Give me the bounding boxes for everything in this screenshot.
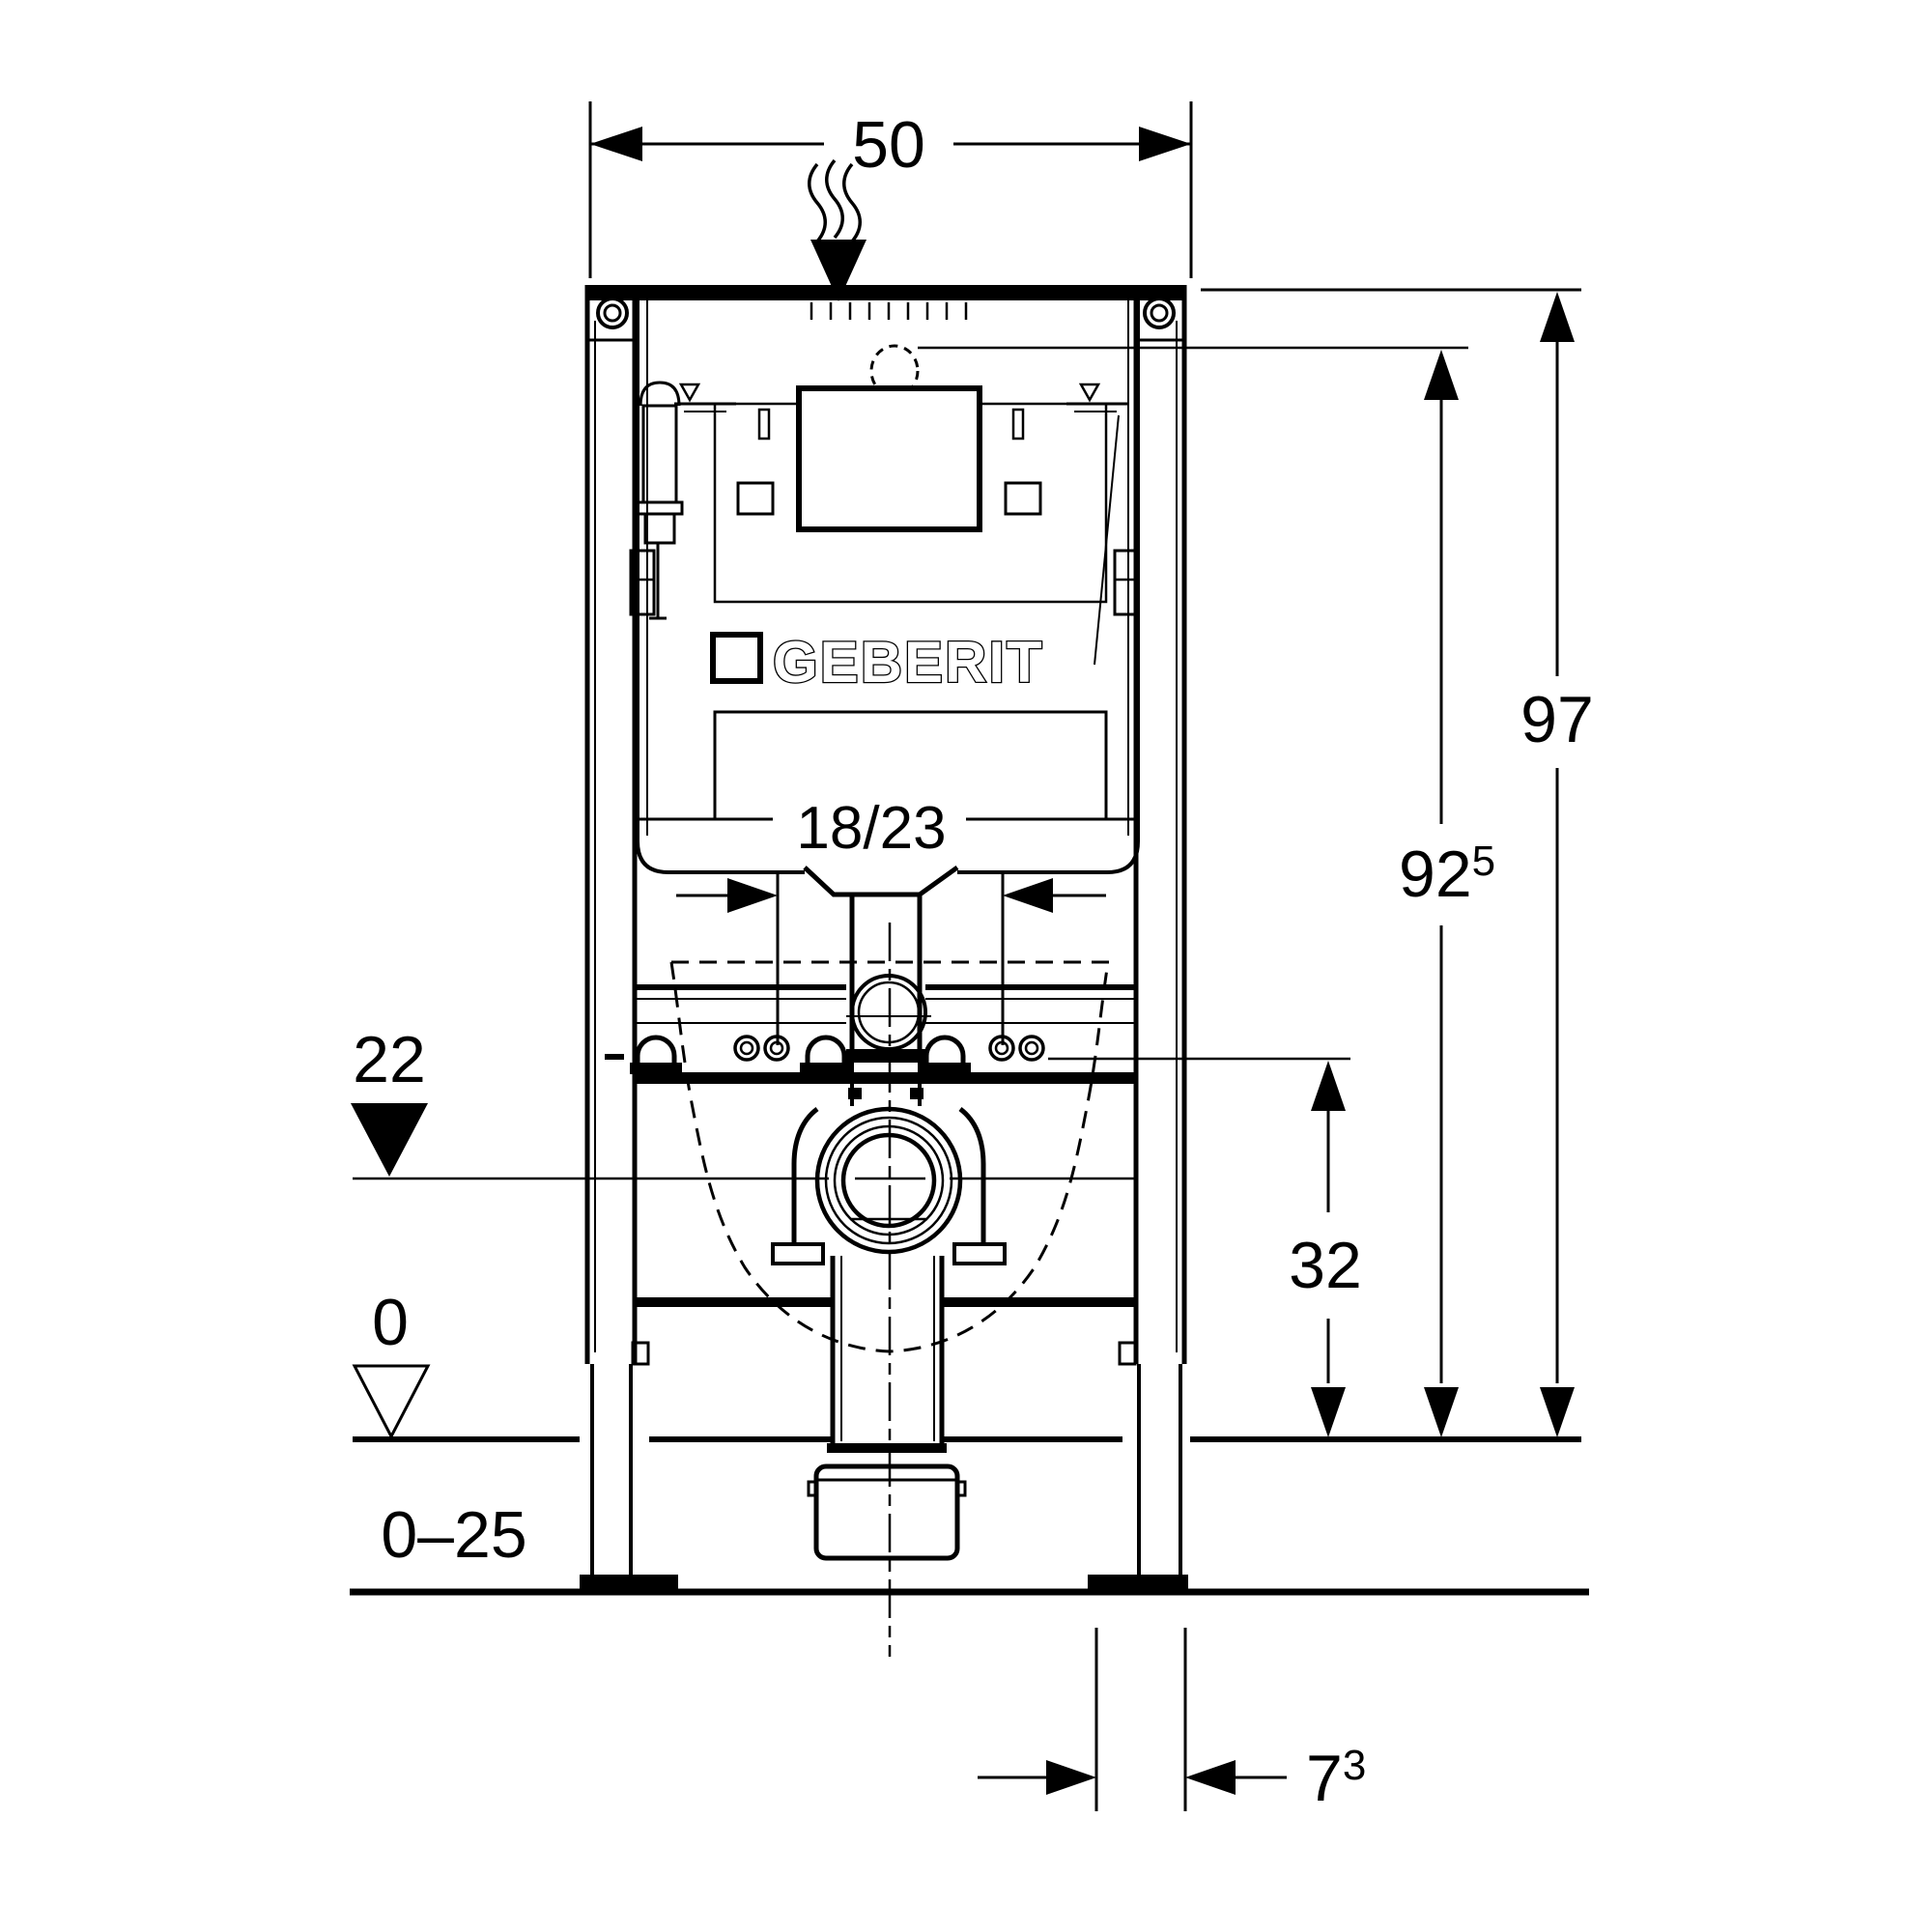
brand-logo-square-icon (710, 632, 763, 684)
arrow-left-icon (1003, 878, 1053, 913)
frame-top-bar (587, 285, 1184, 342)
pan-mounting-rail (605, 984, 1136, 1084)
rail-clamp-left (629, 549, 656, 616)
dim-label-92-5: 925 (1399, 838, 1495, 911)
brand-logo-text: GEBERIT (773, 630, 1044, 695)
drain-pipe (827, 1256, 947, 1453)
arrow-right-icon (1046, 1760, 1096, 1795)
protection-cap (807, 1463, 967, 1561)
dim-label-50: 50 (852, 108, 925, 182)
arrow-right-icon (727, 878, 778, 913)
dimension-flush-pipe-18-23: 18/23 (676, 795, 1106, 1045)
leg-lock-screw-left (631, 1341, 650, 1366)
dim-label-18-23: 18/23 (796, 795, 946, 862)
frame-rail-left (580, 285, 678, 1591)
cistern-casing: GEBERIT (634, 300, 1140, 874)
arrow-up-icon (1424, 350, 1459, 400)
dim-label-97: 97 (1520, 683, 1594, 756)
dim-label-32: 32 (1289, 1229, 1362, 1302)
foot-plate-left (580, 1575, 678, 1591)
brand-logo: GEBERIT (710, 629, 1044, 696)
arrow-down-icon (1311, 1387, 1346, 1437)
arrow-right-icon (1139, 127, 1191, 161)
dim-label-22: 22 (353, 1023, 426, 1096)
water-supply-arrow-icon (808, 158, 867, 301)
fixing-clip-icons (630, 1035, 971, 1074)
foot-plate-right (1088, 1575, 1188, 1591)
arrow-left-icon (590, 127, 642, 161)
dimension-width-50: 50 (588, 101, 1193, 278)
leg-lock-screw-right (1118, 1341, 1137, 1366)
dimension-height-92-5: 925 (918, 346, 1495, 1437)
dim-label-0: 0 (372, 1286, 409, 1359)
wall-bracket-hole-right (1143, 297, 1176, 329)
service-window (796, 385, 982, 532)
water-level-mark-left (674, 383, 736, 412)
dimension-floor-zero: 0 (352, 1286, 431, 1440)
arrow-up-icon (1540, 292, 1575, 342)
dimension-outlet-22: 22 (351, 1023, 1136, 1180)
arrow-down-icon (1424, 1387, 1459, 1437)
arrow-up-icon (1311, 1061, 1346, 1111)
clamp-bolt-left (771, 1242, 825, 1265)
wall-bracket-hole-left (596, 297, 629, 329)
fixing-hole-icons (733, 1035, 1045, 1062)
dimension-foot-7-3: 73 (978, 1628, 1366, 1815)
level-marker-open-icon (352, 1364, 431, 1440)
level-marker-filled-icon (351, 1103, 428, 1177)
frame-crossbar-lower (635, 1297, 1136, 1307)
arrow-left-icon (1185, 1760, 1236, 1795)
dim-label-7-3: 73 (1306, 1742, 1366, 1815)
dim-label-0-25: 0–25 (381, 1498, 526, 1572)
arrow-down-icon (1540, 1387, 1575, 1437)
fill-valve (634, 381, 684, 620)
clamp-bolt-right (952, 1242, 1007, 1265)
water-level-mark-right (1066, 383, 1128, 666)
dimension-height-97: 97 (1201, 288, 1594, 1437)
dimension-rail-height-32: 32 (1048, 1057, 1362, 1437)
